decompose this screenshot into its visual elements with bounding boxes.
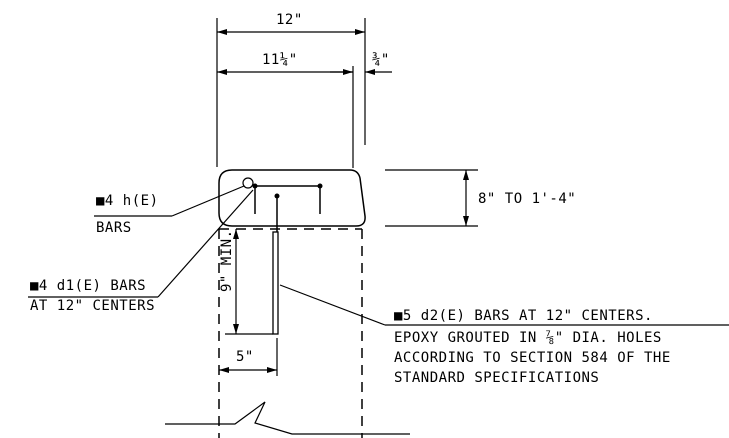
label-d1-bars-line1: ■4 d1(E) BARS bbox=[30, 278, 146, 294]
callout-d1-bars: ■4 d1(E) BARS AT 12" CENTERS bbox=[28, 189, 254, 314]
dimension-embed-depth: 9" MIN. bbox=[219, 229, 273, 335]
label-d2-bars-line4: STANDARD SPECIFICATIONS bbox=[394, 370, 599, 386]
label-h-bars-line2: BARS bbox=[96, 220, 132, 236]
label-d1-bars-line2: AT 12" CENTERS bbox=[30, 298, 155, 314]
dimension-depth: 8" TO 1'-4" bbox=[385, 169, 576, 227]
dim-edge-offset: ¾" bbox=[372, 52, 390, 68]
dim-depth: 8" TO 1'-4" bbox=[478, 191, 576, 207]
curb-outline bbox=[218, 169, 366, 227]
dim-overall-width: 12" bbox=[276, 12, 303, 28]
label-d2-bars-line2: EPOXY GROUTED IN ⅞" DIA. HOLES bbox=[394, 330, 662, 346]
label-h-bars-line1: ■4 h(E) bbox=[96, 193, 159, 209]
dimension-three-quarter-inch: ¾" bbox=[330, 52, 392, 75]
curb-reinforcement bbox=[242, 177, 323, 214]
label-d2-bars-line1: ■5 d2(E) BARS AT 12" CENTERS. bbox=[394, 308, 653, 324]
dim-bar-offset: 5" bbox=[236, 349, 254, 365]
dim-inner-width: 11¼" bbox=[262, 52, 298, 68]
break-line bbox=[165, 401, 410, 435]
dimension-11-quarter-inch: 11¼" bbox=[217, 52, 354, 168]
existing-wall bbox=[218, 228, 363, 438]
h-bar-circle bbox=[242, 177, 254, 189]
callout-h-bars: ■4 h(E) BARS bbox=[94, 185, 245, 236]
d2-dowel-bar bbox=[272, 196, 279, 335]
dimension-bar-offset: 5" bbox=[219, 338, 278, 376]
dimension-12-inch: 12" bbox=[216, 12, 366, 167]
label-d2-bars-line3: ACCORDING TO SECTION 584 OF THE bbox=[394, 350, 671, 366]
callout-d2-bars: ■5 d2(E) BARS AT 12" CENTERS. EPOXY GROU… bbox=[279, 284, 729, 386]
dim-embed-depth: 9" MIN. bbox=[219, 229, 235, 292]
